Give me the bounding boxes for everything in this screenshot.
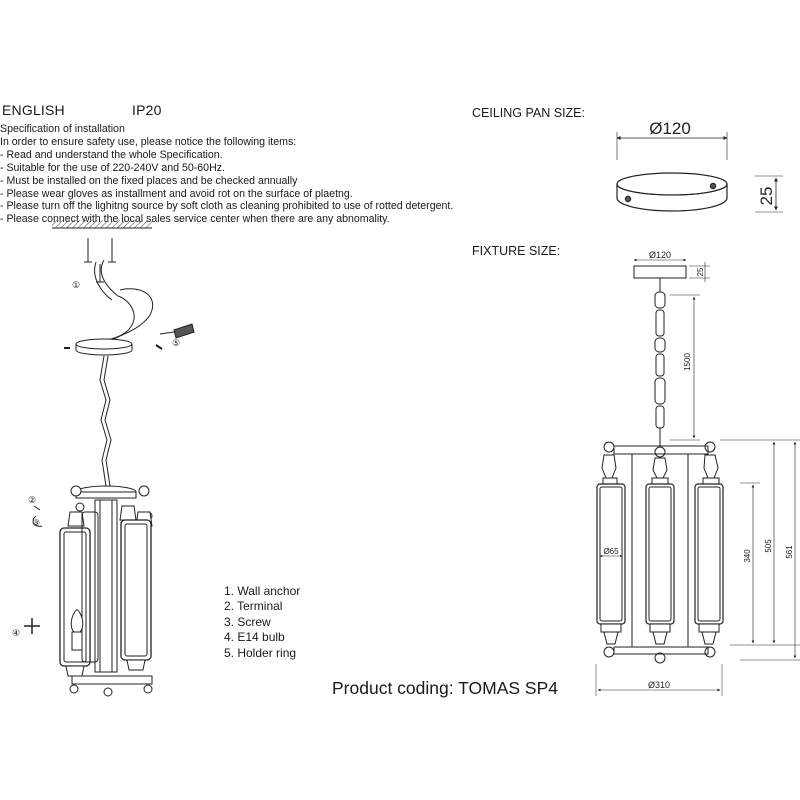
fixture-pan-height: 25 [696, 267, 705, 276]
callout-2: ② [28, 495, 36, 505]
language-label: ENGLISH [2, 102, 65, 118]
callout-1: ① [72, 280, 80, 290]
dim-340: 340 [743, 549, 752, 563]
specification-item: - Must be installed on the fixed places … [0, 174, 298, 187]
callout-3: ③ [32, 518, 40, 528]
specification-item: - Please wear gloves as installment and … [0, 187, 353, 200]
specification-title: Specification of installation [0, 123, 125, 135]
ceiling-pan-drawing [616, 132, 783, 213]
part-item: 2. Terminal [224, 599, 283, 614]
part-item: 3. Screw [224, 614, 271, 629]
product-coding: Product coding: TOMAS SP4 [332, 678, 558, 698]
callout-5: ⑤ [172, 338, 180, 348]
part-item: 5. Holder ring [224, 645, 297, 660]
fixture-pan-diameter: Ø120 [649, 250, 671, 260]
fixture-width-label: Ø310 [648, 680, 670, 690]
ceiling-pan-diameter: Ø120 [649, 119, 691, 138]
specification-block: Specification of installation In order t… [0, 123, 453, 226]
specification-item: - Please turn off the lighitng source by… [0, 200, 454, 213]
shade-diameter-label: Ø65 [603, 547, 619, 556]
part-item: 4. E14 bulb [224, 630, 285, 645]
chain-length-label: 1500 [683, 353, 692, 371]
dim-561: 561 [785, 545, 794, 559]
fixture-size-title: FIXTURE SIZE: [472, 244, 561, 258]
specification-item: - Read and understand the whole Specific… [0, 148, 223, 161]
dim-505: 505 [764, 539, 773, 553]
ceiling-pan-size-title: CEILING PAN SIZE: [472, 106, 585, 120]
specification-item: - Suitable for the use of 220-240V and 5… [0, 161, 225, 174]
specification-intro: In order to ensure safety use, please no… [0, 135, 297, 148]
callout-4: ④ [12, 628, 20, 638]
ceiling-pan-height: 25 [757, 187, 776, 206]
part-item: 1. Wall anchor [224, 584, 301, 598]
installation-exploded-view [24, 220, 195, 697]
parts-list: 1. Wall anchor 2. Terminal 3. Screw 4. E… [224, 584, 300, 661]
fixture-drawing [595, 258, 800, 696]
ip-rating: IP20 [132, 102, 162, 118]
